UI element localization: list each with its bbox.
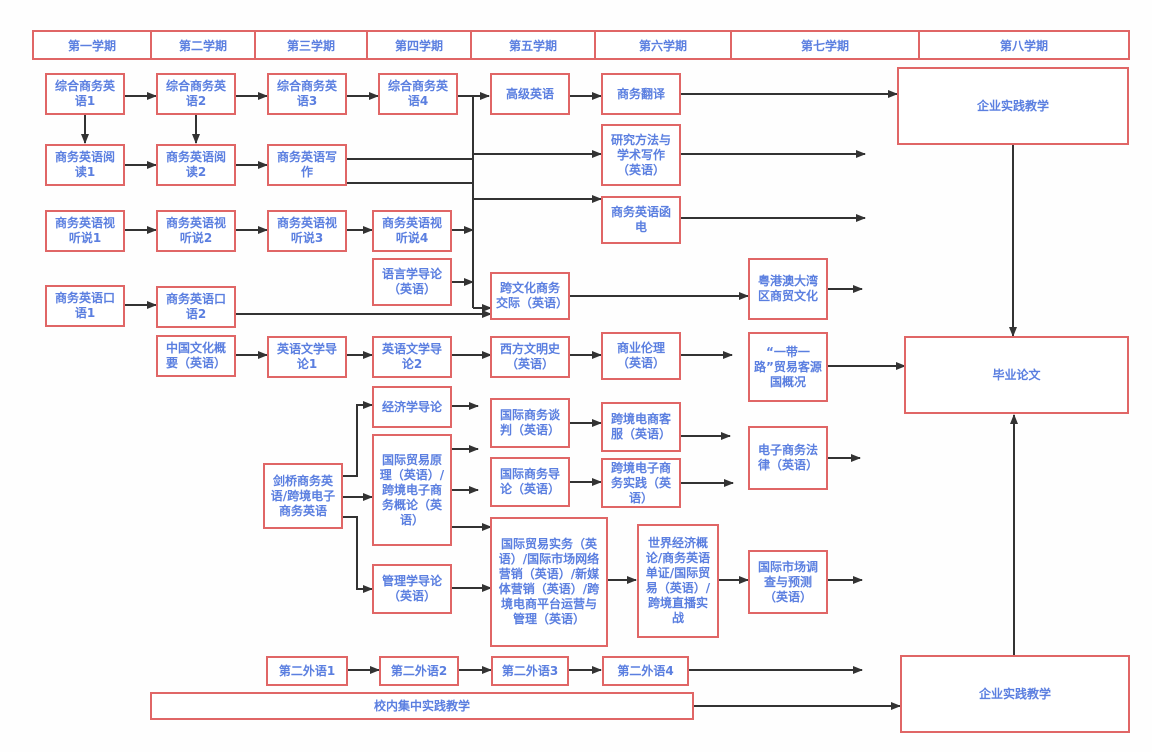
course-box: 商务英语写作 — [267, 144, 347, 186]
course-box: 商务英语口语1 — [45, 285, 125, 327]
course-box-on-campus-practice: 校内集中实践教学 — [150, 692, 694, 720]
semester-header-6: 第六学期 — [594, 30, 732, 60]
semester-header-2: 第二学期 — [150, 30, 256, 60]
course-box: 综合商务英语4 — [378, 73, 458, 115]
course-box: 国际贸易实务（英语）/国际市场网络营销（英语）/新媒体营销（英语）/跨境电商平台… — [490, 517, 608, 647]
semester-header-4: 第四学期 — [366, 30, 472, 60]
course-box: 第二外语4 — [602, 656, 689, 686]
course-box: 经济学导论 — [372, 386, 452, 428]
course-box: 国际商务导论（英语） — [490, 457, 570, 507]
course-box: 第二外语2 — [379, 656, 459, 686]
course-box: 商务英语口语2 — [156, 286, 236, 328]
course-box: 国际商务谈判（英语） — [490, 398, 570, 448]
course-box: 综合商务英语3 — [267, 73, 347, 115]
course-box: 国际市场调查与预测（英语） — [748, 550, 828, 614]
course-box: 综合商务英语1 — [45, 73, 125, 115]
course-box: 中国文化概要（英语） — [156, 335, 236, 377]
course-box: 管理学导论（英语） — [372, 564, 452, 614]
course-box: 世界经济概论/商务英语单证/国际贸易（英语）/跨境直播实战 — [637, 524, 719, 638]
course-box-enterprise-practice: 企业实践教学 — [897, 67, 1129, 145]
course-box: 商务英语视听说3 — [267, 210, 347, 252]
course-box: 第二外语1 — [266, 656, 348, 686]
course-box: 第二外语3 — [491, 656, 569, 686]
course-box: 电子商务法律（英语） — [748, 426, 828, 490]
course-box: 西方文明史（英语） — [490, 336, 570, 378]
course-box: 剑桥商务英语/跨境电子商务英语 — [263, 463, 343, 529]
course-box: 跨境电子商务实践（英语） — [601, 458, 681, 508]
course-box: 高级英语 — [490, 73, 570, 115]
course-box: 英语文学导论1 — [267, 336, 347, 378]
course-box: 英语文学导论2 — [372, 336, 452, 378]
course-box: 研究方法与学术写作（英语） — [601, 124, 681, 186]
course-box: 粤港澳大湾区商贸文化 — [748, 258, 828, 320]
semester-header-8: 第八学期 — [918, 30, 1130, 60]
course-box: “一带一路”贸易客源国概况 — [748, 332, 828, 402]
course-box: 商务英语视听说1 — [45, 210, 125, 252]
course-box: 商务英语视听说4 — [372, 210, 452, 252]
course-box-thesis: 毕业论文 — [904, 336, 1129, 414]
course-box: 综合商务英语2 — [156, 73, 236, 115]
course-box-enterprise-practice: 企业实践教学 — [900, 655, 1130, 733]
course-box: 商务英语视听说2 — [156, 210, 236, 252]
course-box: 商务英语阅读2 — [156, 144, 236, 186]
course-box: 国际贸易原理（英语）/跨境电子商务概论（英语） — [372, 434, 452, 546]
arrow — [343, 401, 373, 477]
course-box: 语言学导论（英语） — [372, 258, 452, 306]
semester-header-5: 第五学期 — [470, 30, 596, 60]
semester-header-3: 第三学期 — [254, 30, 368, 60]
course-box: 商业伦理（英语） — [601, 332, 681, 380]
semester-header-1: 第一学期 — [32, 30, 152, 60]
course-box: 跨境电商客服（英语） — [601, 402, 681, 452]
course-box: 商务英语函电 — [601, 196, 681, 244]
course-box: 跨文化商务交际（英语） — [490, 272, 570, 320]
course-box: 商务英语阅读1 — [45, 144, 125, 186]
arrow — [343, 516, 373, 593]
semester-header-7: 第七学期 — [730, 30, 920, 60]
course-box: 商务翻译 — [601, 73, 681, 115]
